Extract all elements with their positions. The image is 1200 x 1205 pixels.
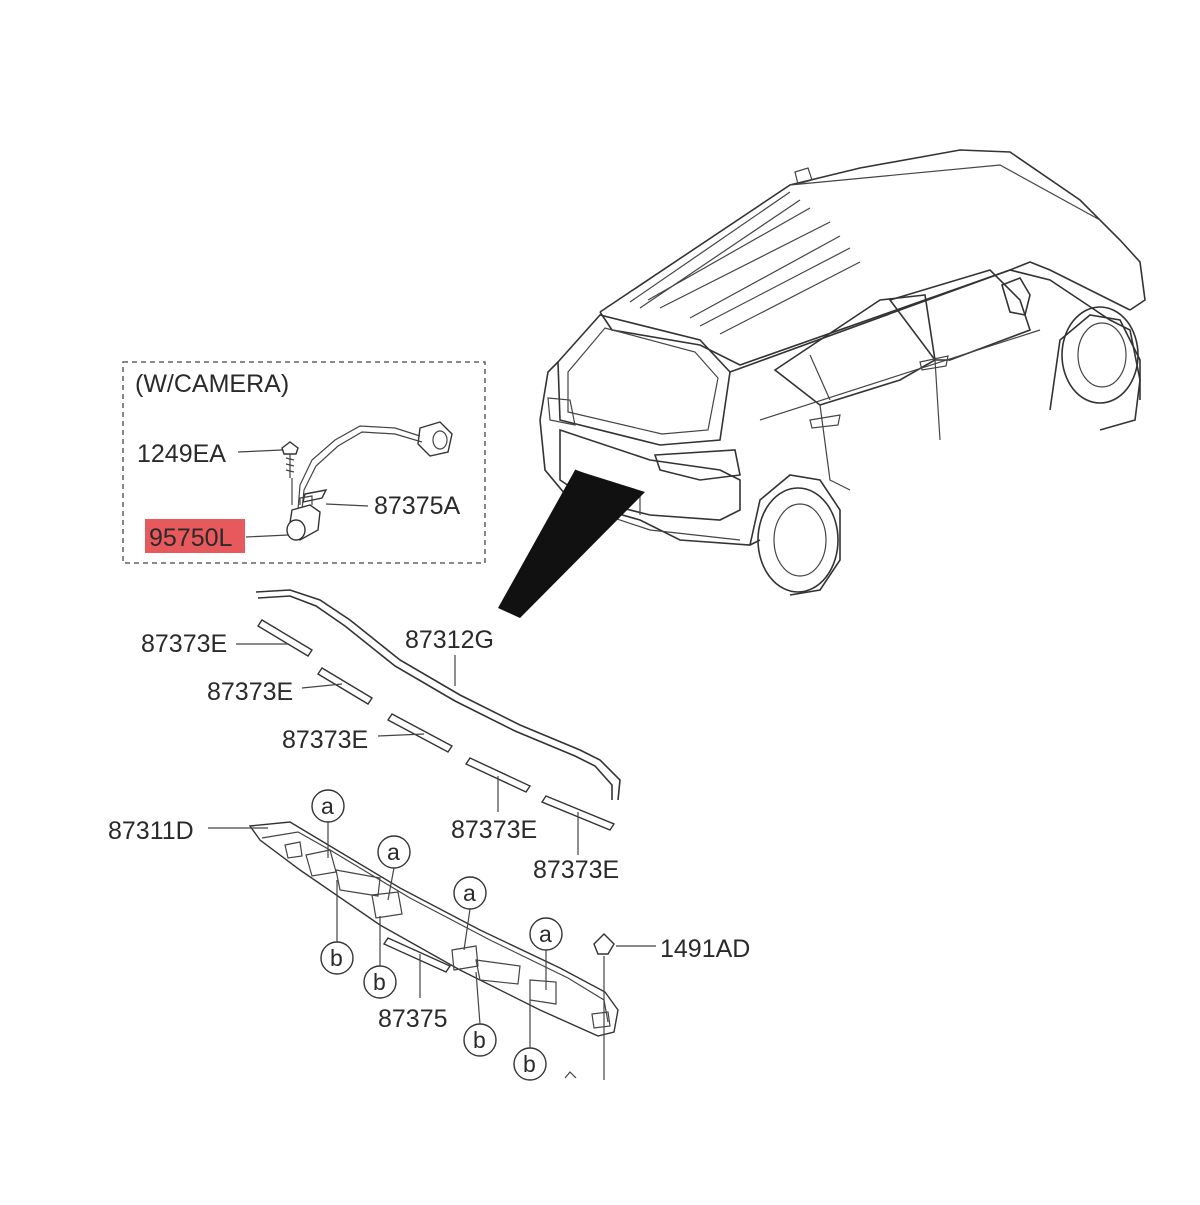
svg-text:a: a <box>463 880 476 906</box>
label-95750l: 95750L <box>149 524 233 552</box>
svg-text:a: a <box>387 839 400 865</box>
label-87312g: 87312G <box>405 626 494 654</box>
camera-box-title: (W/CAMERA) <box>135 370 289 398</box>
trim-strips-87373e: 87373E 87373E 87373E 87373E 87373E <box>141 619 619 884</box>
callout-a-2: a <box>377 835 411 901</box>
callout-b-3: b <box>463 971 497 1057</box>
garnish-strip-87312g: 87312G <box>255 589 621 801</box>
bolt-1249ea-icon <box>281 441 299 478</box>
callout-b-4: b <box>513 1000 547 1081</box>
svg-text:b: b <box>373 969 386 995</box>
camera-connector-icon <box>417 421 453 457</box>
callout-a-4: a <box>529 917 563 990</box>
highlight-95750l <box>145 519 245 553</box>
label-87373e-5: 87373E <box>533 856 619 884</box>
label-87373e-2: 87373E <box>207 678 293 706</box>
tape-strip-87375: 87375 <box>378 937 452 1033</box>
svg-text:a: a <box>321 793 334 819</box>
label-87311d: 87311D <box>108 817 194 845</box>
svg-text:b: b <box>473 1027 486 1053</box>
vehicle-illustration <box>498 149 1146 618</box>
svg-text:b: b <box>330 945 343 971</box>
svg-text:b: b <box>523 1051 536 1077</box>
label-87373e-3: 87373E <box>282 726 368 754</box>
label-87375: 87375 <box>378 1005 448 1033</box>
callout-b-2: b <box>363 916 397 999</box>
callout-a-3: a <box>453 876 487 951</box>
camera-detail-box: (W/CAMERA) 1249EA 87375A 95750L <box>122 361 486 564</box>
label-87373e-1: 87373E <box>141 630 227 658</box>
label-1249ea: 1249EA <box>137 440 226 468</box>
label-87373e-4: 87373E <box>451 816 537 844</box>
clip-1491ad-icon: 1491AD <box>593 933 750 1080</box>
rear-camera-icon <box>286 495 321 541</box>
partial-clip-icon <box>564 1071 577 1079</box>
svg-text:a: a <box>539 921 552 947</box>
callout-a-1: a <box>311 789 345 858</box>
label-87375a: 87375A <box>374 492 461 520</box>
callout-b-1: b <box>320 880 354 975</box>
label-1491ad: 1491AD <box>660 935 750 963</box>
